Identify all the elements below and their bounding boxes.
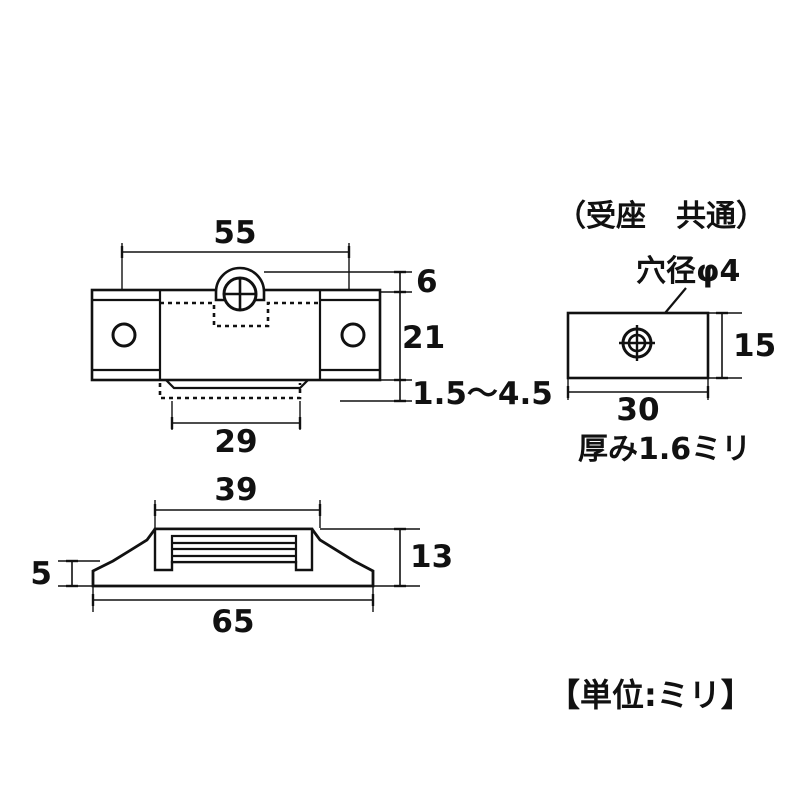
- dim-65-label: 65: [211, 604, 254, 640]
- dim-5-label: 5: [30, 556, 52, 592]
- thickness-note: 厚み1.6ミリ: [578, 432, 751, 467]
- front-view-left-wing: [92, 290, 162, 380]
- dim-55-label: 55: [213, 215, 256, 251]
- dim-39-label: 39: [214, 472, 257, 508]
- front-view-lower-lip: [165, 379, 309, 390]
- front-view-screw-boss: [214, 266, 266, 312]
- dim-gap-range-label: 1.5〜4.5: [412, 376, 553, 412]
- dim-5: 5: [30, 556, 100, 592]
- dim-55: 55: [120, 215, 351, 258]
- hole-diameter-label: 穴径φ4: [636, 254, 740, 289]
- dim-30: 30: [566, 378, 710, 428]
- front-view-mounting-holes: [111, 322, 366, 348]
- dim-15: 15: [708, 311, 776, 380]
- strike-plate-view-group: （受座 共通） 穴径φ4 15: [556, 199, 776, 467]
- strike-plate-heading: （受座 共通）: [556, 199, 766, 234]
- dim-15-label: 15: [733, 328, 776, 364]
- dim-13-label: 13: [410, 539, 453, 575]
- dim-vert-chain: 6 21 1.5〜4.5: [394, 264, 553, 412]
- dim-21-label: 21: [402, 320, 445, 356]
- section-view-ribs: [170, 534, 298, 564]
- front-view-hidden-lines: [158, 301, 320, 400]
- dim-13: 13: [320, 527, 453, 588]
- dim-6-label: 6: [416, 264, 438, 300]
- front-view-right-wing: [318, 290, 380, 380]
- strike-plate-hole: [619, 325, 655, 361]
- front-view-group: 55: [90, 215, 553, 460]
- units-note: 【単位:ミリ】: [548, 676, 753, 714]
- dim-29: 29: [170, 401, 302, 460]
- dim-65: 65: [91, 586, 375, 640]
- section-view-group: 39 5: [30, 472, 453, 640]
- dim-30-label: 30: [616, 392, 659, 428]
- dim-29-label: 29: [214, 424, 257, 460]
- dim-39: 39: [153, 472, 322, 528]
